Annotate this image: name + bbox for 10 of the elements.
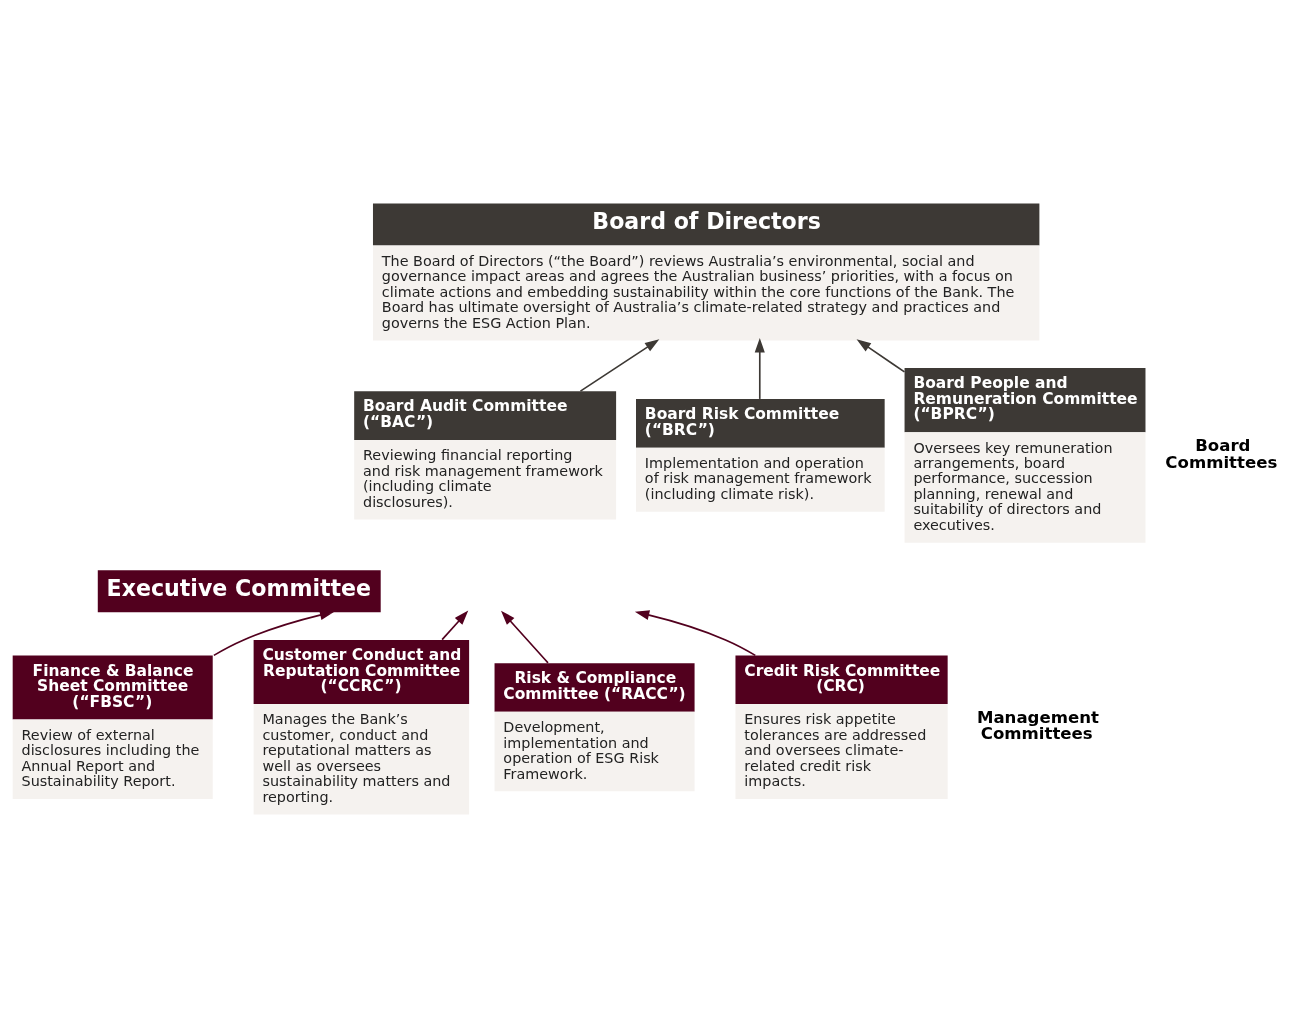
arrow: [634, 610, 757, 657]
label: Board Committees: [1165, 435, 1278, 472]
arrow: [579, 339, 660, 392]
node-box: Executive Committee: [97, 570, 381, 613]
arrow: [441, 610, 469, 641]
arrow: [856, 339, 906, 373]
arrow: [501, 610, 549, 664]
label: Management Committees: [976, 707, 1099, 744]
arrow: [213, 610, 335, 657]
arrow: [754, 338, 765, 400]
